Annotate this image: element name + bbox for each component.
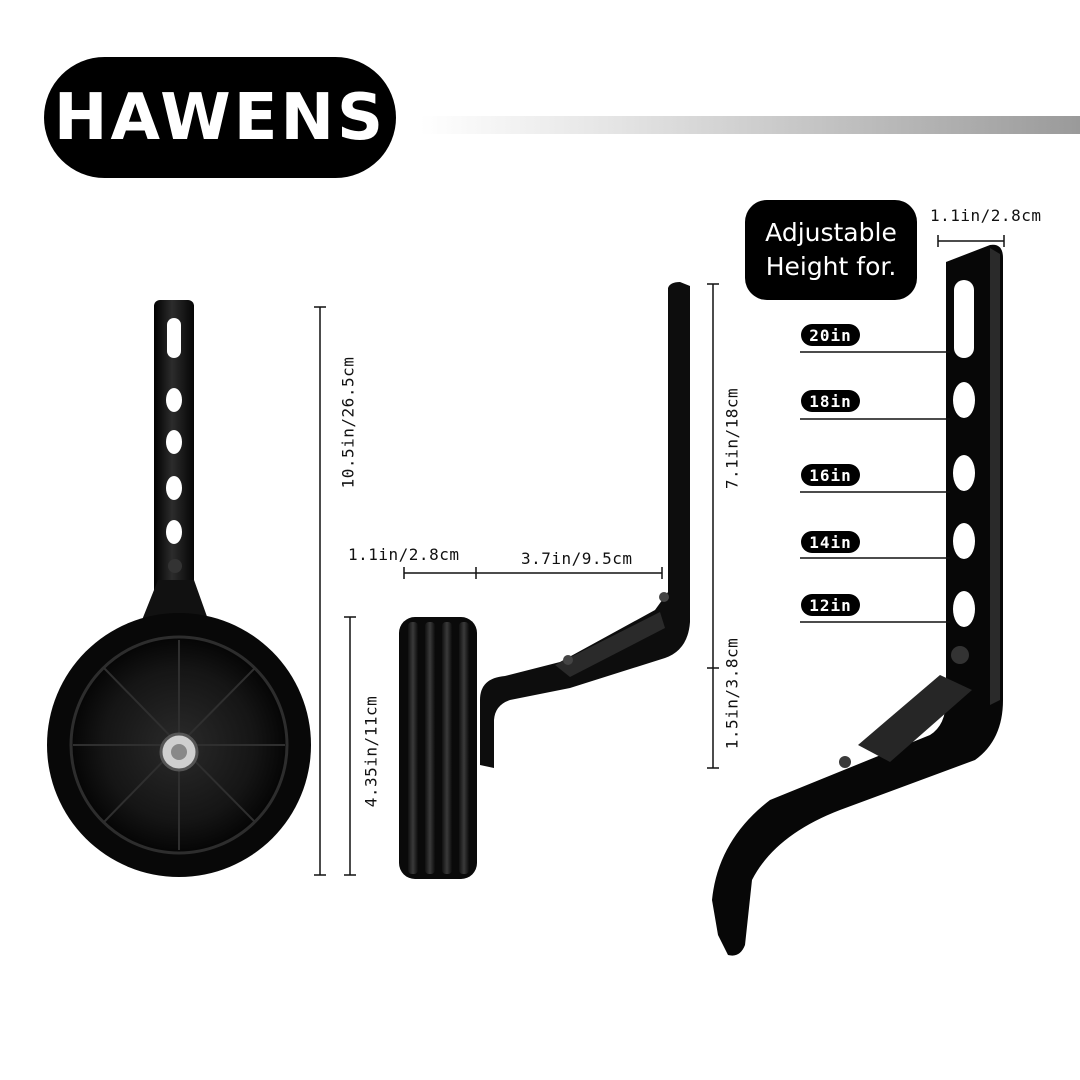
side-bracket-bar xyxy=(154,300,194,610)
size-tag-12: 12in xyxy=(801,594,860,616)
front-wheel-ribs xyxy=(408,622,469,874)
front-dimension-lines xyxy=(403,283,719,769)
front-arm-offset-label: 3.7in/9.5cm xyxy=(521,549,633,568)
bracket-width-label: 1.1in/2.8cm xyxy=(930,206,1042,225)
size-tag-20: 20in xyxy=(801,324,860,346)
size-tag-14: 14in xyxy=(801,531,860,553)
side-bracket-holes xyxy=(166,318,182,544)
adjustable-line2: Height for. xyxy=(765,252,897,281)
bracket-adjustment-holes xyxy=(953,280,975,627)
adjustable-line1: Adjustable xyxy=(765,218,897,247)
front-bracket-arm xyxy=(480,282,690,768)
brand-badge: HAWENS xyxy=(44,57,396,178)
front-wheel-tire xyxy=(399,617,477,879)
front-upper-height-label: 7.1in/18cm xyxy=(722,387,742,490)
size-tag-18: 18in xyxy=(801,390,860,412)
side-view-wheel-assembly xyxy=(47,300,311,877)
front-lower-height-label: 1.5in/3.8cm xyxy=(722,637,742,750)
adjustable-height-badge: Adjustable Height for. xyxy=(745,200,917,300)
side-dimension-lines xyxy=(314,306,356,876)
header-gradient-bar xyxy=(420,116,1080,134)
bracket-dimension-lines xyxy=(800,235,1005,623)
bracket-closeup xyxy=(712,244,1003,956)
side-wheel-diameter-label: 4.35in/11cm xyxy=(361,695,381,808)
side-total-height-label: 10.5in/26.5cm xyxy=(338,356,358,489)
brand-name: HAWENS xyxy=(53,80,387,155)
front-view-wheel-assembly xyxy=(399,282,690,879)
size-tag-16: 16in xyxy=(801,464,860,486)
front-wheel-width-label: 1.1in/2.8cm xyxy=(348,545,460,564)
